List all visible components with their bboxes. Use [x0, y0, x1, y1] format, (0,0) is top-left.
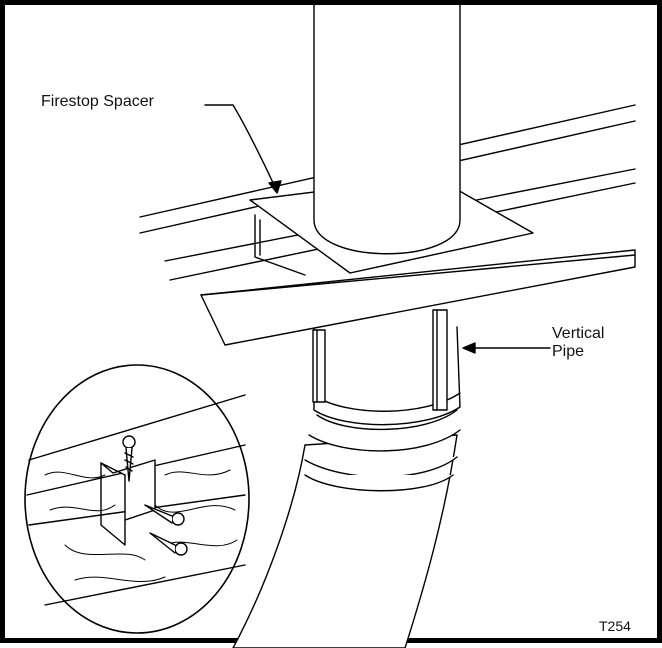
vertical-pipe-label-line1: Vertical: [552, 325, 605, 342]
vertical-pipe-arrow: [462, 342, 551, 354]
screw-top: [122, 435, 136, 482]
firestop-spacer-label: Firestop Spacer: [41, 93, 154, 110]
screw-bottom: [149, 532, 188, 556]
installation-illustration: [24, 5, 636, 648]
vertical-pipe-label: Vertical Pipe: [552, 325, 604, 361]
figure-code: T254: [599, 618, 631, 634]
vertical-pipe-label-line2: Pipe: [552, 343, 585, 360]
firestop-spacer-arrow: [204, 104, 282, 194]
screw-middle: [144, 504, 185, 526]
lower-offset-pipe: [232, 409, 461, 648]
vertical-pipe-above[interactable]: [313, 5, 461, 255]
detail-inset: [24, 364, 250, 634]
front-beam[interactable]: [200, 249, 636, 346]
vertical-pipe-below: [312, 309, 461, 426]
